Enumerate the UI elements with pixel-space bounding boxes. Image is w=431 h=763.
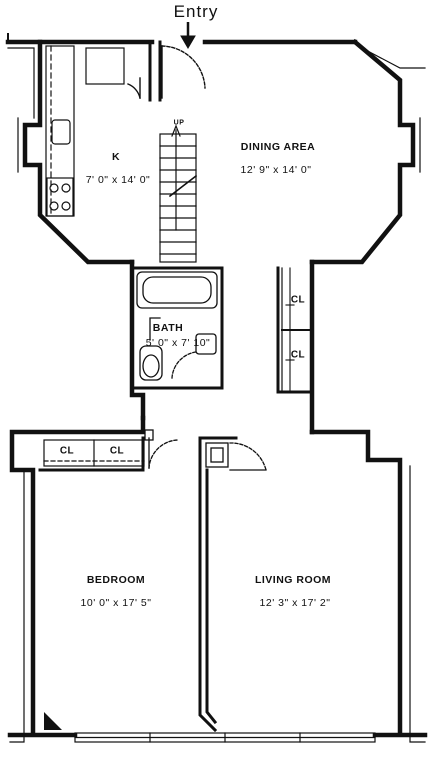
stair-up-label: UP xyxy=(173,119,185,127)
exterior-walls xyxy=(5,33,428,738)
hall-closet-top-label: CL xyxy=(290,294,306,306)
dining-dims: 12' 9" x 14' 0" xyxy=(240,164,312,176)
living-dims: 12' 3" x 17' 2" xyxy=(259,597,331,609)
bedroom-closet-left-label: CL xyxy=(59,445,75,457)
corner-fill xyxy=(44,712,62,730)
bath-fixtures xyxy=(136,271,218,381)
living-door[interactable] xyxy=(205,442,267,471)
hall-closets xyxy=(285,267,295,393)
living-name: LIVING ROOM xyxy=(254,574,332,586)
outer-outline xyxy=(7,47,426,743)
kitchen-dims: 7' 0" x 14' 0" xyxy=(85,174,151,186)
hall-closet-bottom-label: CL xyxy=(290,349,306,361)
kitchen-name: K xyxy=(111,151,121,163)
bedroom-dims: 10' 0" x 17' 5" xyxy=(80,597,152,609)
bedroom-name: BEDROOM xyxy=(86,574,146,586)
bedroom-closets xyxy=(43,439,145,467)
kitchen-counter xyxy=(45,45,125,217)
entry-arrow-icon xyxy=(180,22,196,49)
bath-name: BATH xyxy=(152,322,184,334)
bedroom-closet-right-label: CL xyxy=(109,445,125,457)
entry-door xyxy=(127,45,206,99)
bottom-windows xyxy=(74,732,376,743)
stairs[interactable] xyxy=(159,124,198,263)
interior-walls xyxy=(38,40,314,733)
bedroom-door[interactable] xyxy=(144,429,179,469)
bath-dims: 5' 0" x 7' 10" xyxy=(145,337,211,349)
dining-name: DINING AREA xyxy=(240,141,316,153)
entry-label: Entry xyxy=(173,2,219,21)
